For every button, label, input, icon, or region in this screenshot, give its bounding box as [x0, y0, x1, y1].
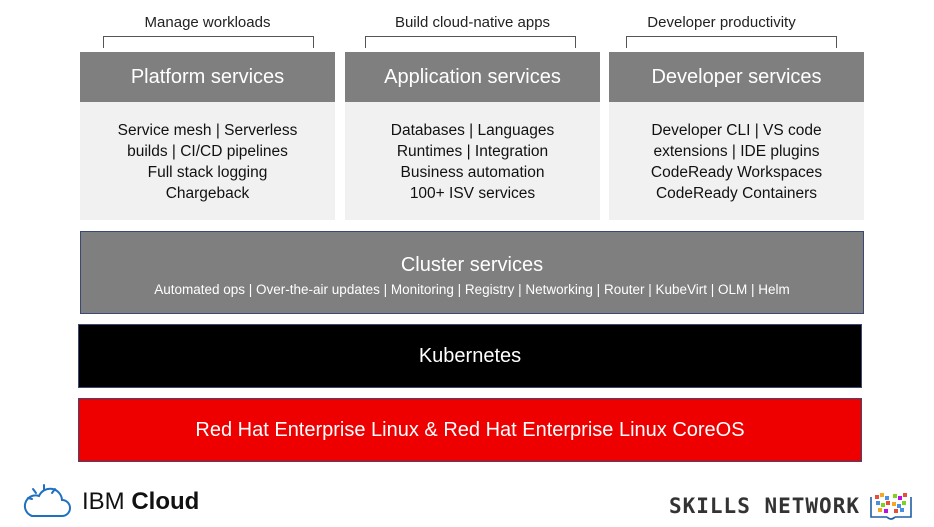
application-services-list: Databases | Languages Runtimes | Integra… — [345, 102, 600, 204]
top-label-build-cloud-native: Build cloud-native apps — [394, 14, 551, 31]
cloud-icon — [23, 484, 71, 517]
list-item: 100+ ISV services — [409, 185, 536, 202]
rhel-title: Red Hat Enterprise Linux & Red Hat Enter… — [195, 418, 745, 441]
kubernetes-layer: Kubernetes — [78, 324, 862, 388]
skills-network-wordmark: SKILLS NETWORK — [668, 494, 860, 518]
platform-services-panel: Platform services Service mesh | Serverl… — [80, 52, 335, 220]
rhel-layer: Red Hat Enterprise Linux & Red Hat Enter… — [78, 398, 862, 462]
application-services-title: Application services — [345, 52, 600, 102]
cluster-services-layer: Cluster services Automated ops | Over-th… — [80, 231, 864, 314]
developer-services-title: Developer services — [609, 52, 864, 102]
list-item: builds | CI/CD pipelines — [127, 143, 288, 160]
list-item: extensions | IDE plugins — [653, 143, 820, 160]
list-item: Full stack logging — [147, 164, 268, 181]
list-item: CodeReady Containers — [655, 185, 818, 202]
ibm-suffix: Cloud — [131, 488, 200, 515]
list-item: Developer CLI | VS code — [651, 122, 822, 139]
platform-services-list: Service mesh | Serverless builds | CI/CD… — [80, 102, 335, 204]
bracket-developer — [626, 36, 837, 48]
cluster-services-title: Cluster services — [400, 254, 544, 276]
ibm-cloud-logo: IBM Cloud — [22, 482, 199, 522]
ibm-prefix: IBM — [82, 488, 125, 515]
developer-services-list: Developer CLI | VS code extensions | IDE… — [609, 102, 864, 204]
platform-services-title: Platform services — [80, 52, 335, 102]
bracket-platform — [103, 36, 314, 48]
kubernetes-title: Kubernetes — [418, 344, 522, 367]
list-item: Databases | Languages — [390, 122, 555, 139]
list-item: Business automation — [400, 164, 545, 181]
application-services-panel: Application services Databases | Languag… — [345, 52, 600, 220]
skills-network-logo: SKILLS NETWORK — [669, 490, 914, 522]
ibm-cloud-wordmark: IBM Cloud — [82, 488, 199, 516]
top-label-developer-productivity: Developer productivity — [647, 14, 796, 31]
top-label-manage-workloads: Manage workloads — [144, 14, 271, 31]
list-item: CodeReady Workspaces — [650, 164, 823, 181]
bracket-application — [365, 36, 576, 48]
list-item: Chargeback — [165, 185, 250, 202]
list-item: Service mesh | Serverless — [117, 122, 298, 139]
cluster-services-subtitle: Automated ops | Over-the-air updates | M… — [154, 282, 790, 297]
list-item: Runtimes | Integration — [396, 143, 549, 160]
developer-services-panel: Developer services Developer CLI | VS co… — [609, 52, 864, 220]
book-icon — [870, 493, 912, 520]
